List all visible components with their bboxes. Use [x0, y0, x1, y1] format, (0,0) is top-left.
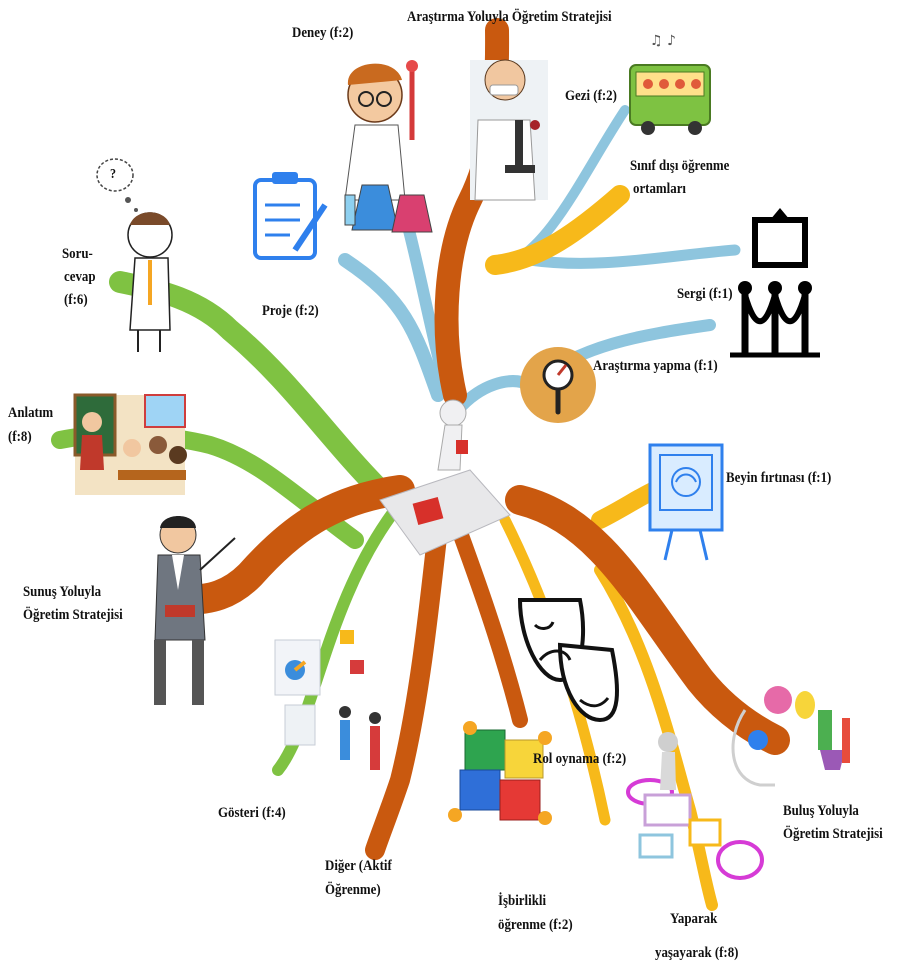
- label-yaparak-2: yaşayarak (f:8): [655, 945, 739, 961]
- label-gezi: Gezi (f:2): [565, 88, 617, 104]
- label-proje: Proje (f:2): [262, 303, 319, 319]
- branch-proje: [338, 253, 445, 402]
- label-sinif-disi-1: Sınıf dışı öğrenme: [630, 158, 730, 174]
- label-diger-2: Öğrenme): [325, 882, 381, 898]
- label-soru-1: Soru-: [62, 246, 93, 262]
- central-figure: [379, 399, 511, 556]
- label-bulus-2: Öğretim Stratejisi: [783, 826, 883, 842]
- red-puzzle-piece: [412, 497, 444, 525]
- label-deney: Deney (f:2): [292, 25, 354, 41]
- label-beyin: Beyin fırtınası (f:1): [726, 470, 832, 486]
- classroom-icon: [73, 393, 187, 495]
- scientist-icon: [344, 60, 433, 233]
- label-sinif-disi-2: ortamları: [633, 181, 687, 197]
- creative-head-icon: [731, 686, 850, 787]
- magnifier-icon: [520, 347, 596, 423]
- label-isbirlikli-2: öğrenme (f:2): [498, 917, 573, 933]
- label-bulus-1: Buluş Yoluyla: [783, 803, 859, 819]
- figure-body: [437, 424, 463, 471]
- label-arastirma-yapma: Araştırma yapma (f:1): [593, 358, 718, 374]
- puzzle-team-icon: [448, 721, 552, 825]
- trunk-sunus: [170, 475, 415, 615]
- label-anlatim-2: (f:8): [8, 429, 32, 445]
- figure-red-piece: [456, 440, 468, 454]
- thinking-boy-icon: [96, 158, 173, 352]
- clipboard-icon: [253, 172, 328, 260]
- label-yaparak-1: Yaparak: [670, 911, 718, 927]
- exhibit-icon: [730, 208, 820, 358]
- label-soru-2: cevap: [64, 269, 96, 285]
- branch-sergi: [524, 244, 741, 269]
- label-diger-1: Diğer (Aktif: [325, 858, 392, 874]
- puzzle-board: [379, 469, 511, 556]
- thought-bubble-question: ?: [110, 167, 117, 182]
- label-rol-oynama: Rol oynama (f:2): [533, 751, 627, 767]
- researcher-icon: [470, 59, 548, 201]
- branch-sinif-disi: [485, 185, 630, 275]
- branch-yaparak: [594, 564, 718, 911]
- green-branches: [51, 271, 401, 776]
- figure-head: [439, 399, 467, 427]
- theater-masks-icon: [517, 598, 619, 723]
- label-anlatim-1: Anlatım: [8, 405, 54, 421]
- svg-text:♫ ♪: ♫ ♪: [650, 33, 676, 49]
- label-sunus-2: Öğretim Stratejisi: [23, 607, 123, 623]
- teacher-icon: [154, 516, 236, 705]
- label-isbirlikli-1: İşbirlikli: [498, 893, 547, 909]
- flowchart-icon: [626, 732, 764, 880]
- trunk-diger: [365, 500, 450, 860]
- label-sergi: Sergi (f:1): [677, 286, 733, 302]
- bus-icon: ♫ ♪: [629, 33, 711, 135]
- demonstration-icon: [274, 630, 381, 770]
- label-gosteri: Gösteri (f:4): [218, 805, 286, 821]
- brainstorm-board-icon: [648, 443, 724, 561]
- label-arastirma-stratejisi: Araştırma Yoluyla Öğretim Stratejisi: [407, 9, 612, 25]
- label-soru-3: (f:6): [64, 292, 88, 308]
- label-sunus-1: Sunuş Yoluyla: [23, 584, 102, 600]
